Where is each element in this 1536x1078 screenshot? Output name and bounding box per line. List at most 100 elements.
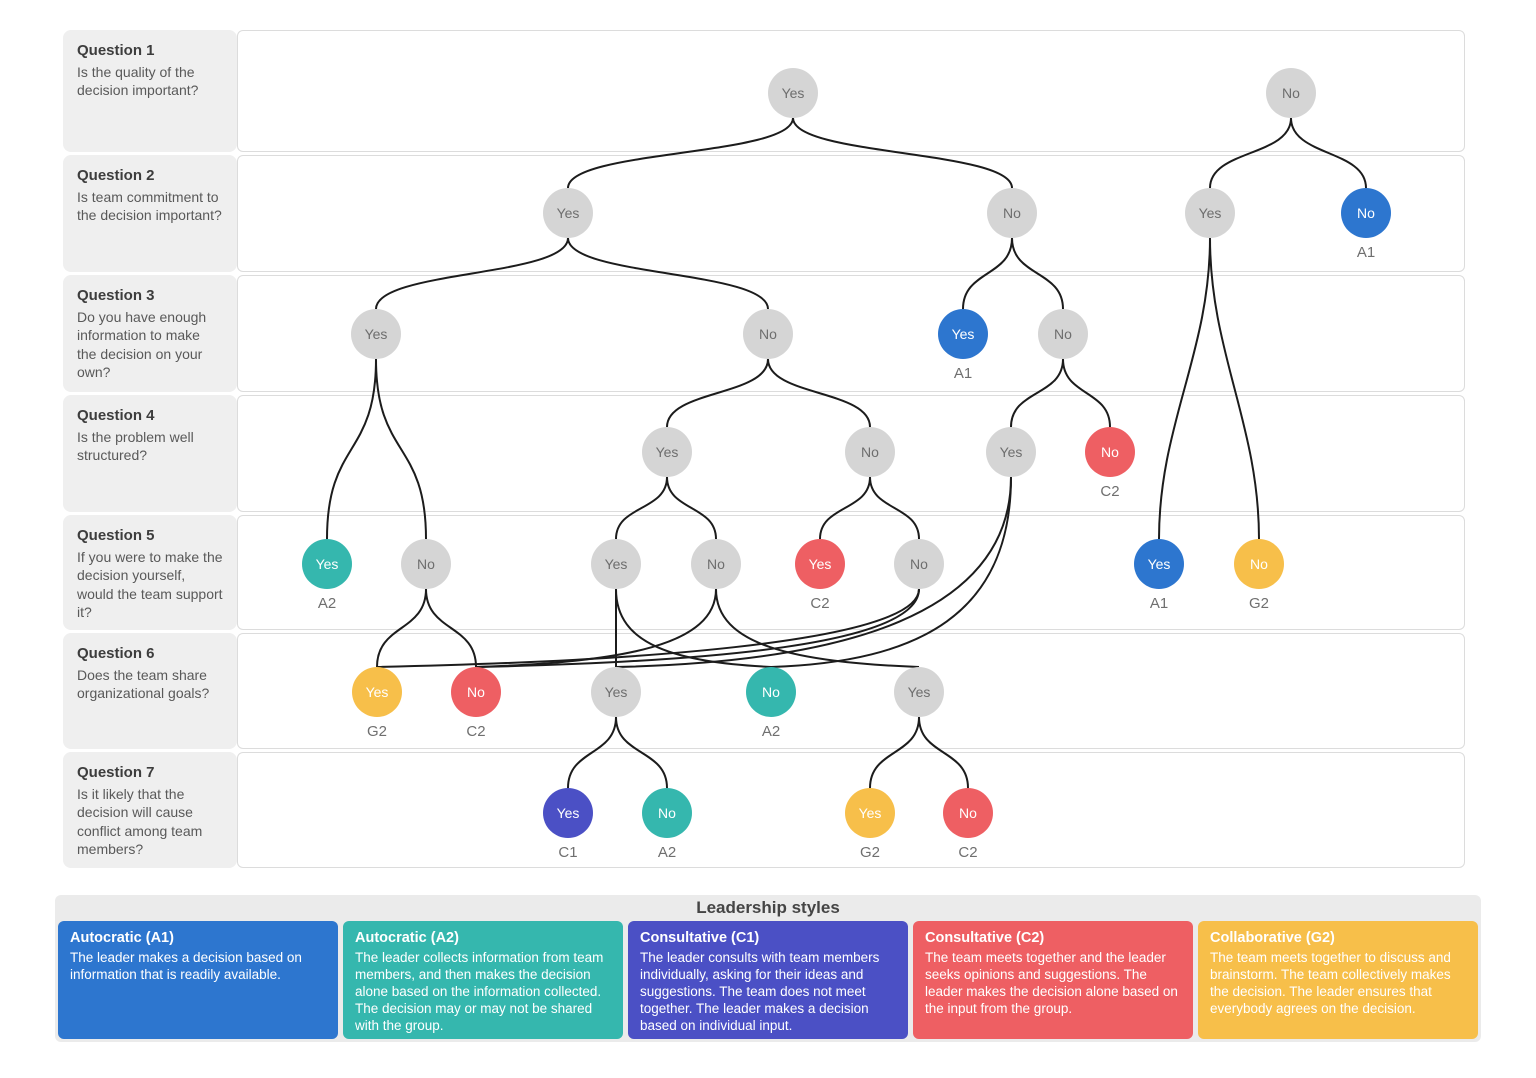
edge-n6c-n7b [615,716,668,789]
decision-node-n3n-no: No [743,309,793,359]
question-text: Is it likely that the decision will caus… [77,786,203,858]
decision-node-n5a-yes: Yes [302,539,352,589]
outcome-label-n7c: G2 [859,844,880,861]
decision-node-n5c-yes: Yes [591,539,641,589]
decision-node-n6d-no: No [746,667,796,717]
legend-card-c2: Consultative (C2) The team meets together… [913,921,1193,1039]
edge-n2n-n3ry [962,237,1013,310]
edge-n4ry-n6d [770,476,1012,668]
legend-card-title: Consultative (C1) [640,930,760,946]
decision-node-n5e-yes: Yes [795,539,845,589]
edge-n4n-n5e [819,476,871,540]
question-title: Question 3 [77,287,155,304]
edge-n5d-n6e [715,588,920,668]
edge-n4ry-n6c [615,476,1012,668]
edge-n5d-n6b [475,588,717,668]
decision-node-n2n-no: No [987,188,1037,238]
legend-card-g2: Collaborative (G2)The team meets togethe… [1198,921,1478,1039]
decision-node-n5f-no: No [894,539,944,589]
legend-card-title: Consultative (C2) [925,930,1045,946]
edge-n2y-n3y [375,237,569,310]
question-title: Question 4 [77,407,155,424]
edge-n6e-n7d [918,716,969,789]
decision-node-n4y-yes: Yes [642,427,692,477]
legend-card-text: The leader collects information from tea… [355,950,604,1033]
question-text: Do you have enough information to make t… [77,309,207,381]
edge-n3rn-n4ry [1010,358,1064,428]
decision-node-n5b-no: No [401,539,451,589]
decision-node-n2ry-yes: Yes [1185,188,1235,238]
decision-node-n2y-yes: Yes [543,188,593,238]
legend-card-text: The team meets together to discuss and b… [1210,950,1451,1016]
outcome-label-n5g: A1 [1149,595,1169,612]
outcome-label-n7a: C1 [558,844,578,861]
question-panel-4: Question 4 Is the problem well structured… [63,395,237,512]
edge-n3n-n4y [666,358,769,428]
edge-n1y-n2n [792,117,1013,189]
legend-card-title: Autocratic (A2) [355,930,459,946]
decision-node-n7b-no: No [642,788,692,838]
edge-n2ry-n5g [1158,237,1211,540]
edge-n5f-n6b [475,588,920,668]
decision-node-n4rn-no: No [1085,427,1135,477]
legend-card-text: The leader makes a decision based on inf… [70,950,302,982]
outcome-label-n7b: A2 [657,844,677,861]
outcome-label-n3ry: A1 [953,365,973,382]
question-text: If you were to make the decision yoursel… [77,549,223,621]
question-title: Question 6 [77,645,155,662]
edge-n6c-n7a [567,716,617,789]
question-text: Is the quality of the decision important… [77,64,199,99]
outcome-label-n2rn: A1 [1356,244,1376,261]
decision-node-n6c-yes: Yes [591,667,641,717]
decision-node-n6a-yes: Yes [352,667,402,717]
tree-row-2 [237,155,1465,272]
decision-node-n3rn-no: No [1038,309,1088,359]
edge-n5b-n6b [425,588,477,668]
legend-card-title: Autocratic (A1) [70,930,174,946]
decision-node-n3y-yes: Yes [351,309,401,359]
decision-node-n5d-no: No [691,539,741,589]
edge-n1n-n2ry [1209,117,1292,189]
question-text: Does the team share organizational goals… [77,667,210,702]
edge-n2y-n3n [567,237,769,310]
decision-node-n1n-no: No [1266,68,1316,118]
edge-n3y-n5b [375,358,427,540]
legend-card-text: The team meets together and the leader s… [925,950,1178,1016]
legend-card-c1: Consultative (C1) The leader consults wit… [628,921,908,1039]
decision-node-n6e-yes: Yes [894,667,944,717]
decision-node-n1y-yes: Yes [768,68,818,118]
decision-node-n5g-yes: Yes [1134,539,1184,589]
outcome-label-n6b: C2 [466,723,486,740]
question-panel-1: Question 1 Is the quality of the decision… [63,30,237,152]
edge-n5f-n6a [376,588,920,668]
outcome-label-n4rn: C2 [1100,483,1120,500]
decision-node-n7c-yes: Yes [845,788,895,838]
edge-n5b-n6a [376,588,427,668]
edge-n2n-n3rn [1011,237,1064,310]
decision-node-n3ry-yes: Yes [938,309,988,359]
decision-node-n7d-no: No [943,788,993,838]
legend-card-a2: Autocratic (A2) The leader collects infor… [343,921,623,1039]
decision-node-n2rn-no: No [1341,188,1391,238]
decision-node-n4n-no: No [845,427,895,477]
question-title: Question 1 [77,42,155,59]
decision-node-n6b-no: No [451,667,501,717]
question-panel-6: Question 6 Does the team share organizati… [63,633,237,749]
edge-n1y-n2y [567,117,794,189]
outcome-label-n6a: G2 [366,723,387,740]
decision-node-n5h-no: No [1234,539,1284,589]
legend-title: Leadership styles [696,898,840,917]
edge-n3y-n5a [326,358,377,540]
edge-n3n-n4n [767,358,871,428]
legend-card-text: The leader consults with team members in… [640,950,880,1033]
outcome-label-n6d: A2 [761,723,781,740]
edge-n4y-n5c [615,476,668,540]
question-text: Is team commitment to the decision impor… [77,189,222,224]
legend-cards: Autocratic (A1) The leader makes a decisi… [55,921,1481,1039]
question-text: Is the problem well structured? [77,429,194,464]
edge-n6e-n7c [869,716,920,789]
